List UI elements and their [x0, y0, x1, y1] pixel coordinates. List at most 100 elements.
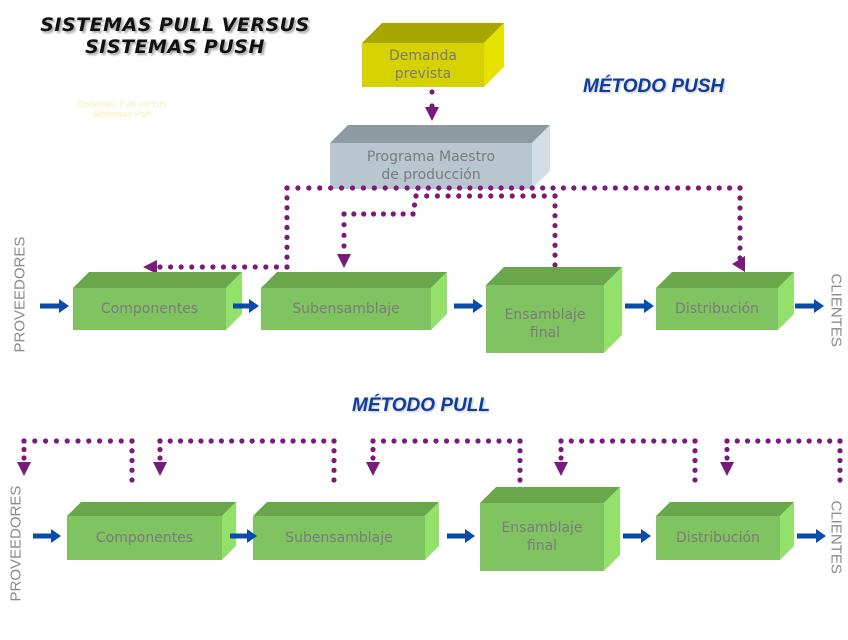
push-stage-label-distribucion: Distribución — [656, 288, 778, 330]
pull-box-componentes-front — [67, 516, 222, 560]
dot — [692, 457, 698, 464]
dot — [321, 438, 327, 444]
demand-box-top — [362, 23, 504, 43]
master-schedule-box — [330, 125, 550, 189]
dot — [509, 193, 515, 199]
pull-flow-arrow-1-head — [51, 529, 61, 543]
pull-box-componentes-side — [222, 502, 236, 560]
push-flow-arrow-4-head — [644, 299, 654, 313]
dot — [737, 195, 743, 201]
dot — [552, 203, 558, 209]
dot — [517, 467, 523, 473]
dot — [692, 438, 698, 444]
dot — [552, 262, 558, 268]
dot — [317, 185, 323, 191]
dot — [560, 185, 567, 191]
dot — [401, 438, 408, 444]
dot — [218, 438, 225, 444]
dot — [443, 438, 450, 444]
dot — [380, 211, 387, 217]
dot — [630, 438, 636, 444]
push-stage-label-componentes: Componentes — [73, 288, 226, 330]
dot — [21, 455, 27, 461]
dot — [517, 448, 523, 454]
push-box-distribucion-top — [656, 272, 794, 288]
dot — [654, 185, 660, 191]
dot — [371, 185, 377, 191]
push-box-subensamblaje — [261, 272, 447, 330]
dot — [189, 264, 195, 270]
dot — [531, 193, 537, 199]
dot — [581, 185, 587, 191]
dot — [552, 213, 558, 219]
dot — [306, 185, 312, 191]
dot — [280, 438, 286, 444]
dot — [97, 438, 103, 444]
dot — [167, 438, 173, 444]
dot — [284, 254, 290, 260]
dot — [456, 193, 462, 199]
dot — [351, 211, 357, 217]
pull-stage-label-componentes: Componentes — [67, 516, 222, 560]
pull-box-subensamblaje-front — [253, 516, 425, 560]
title-line-2: SISTEMAS PUSH — [85, 36, 265, 58]
dot — [589, 438, 595, 444]
dot — [331, 448, 337, 454]
push-box-ensamblaje-final — [486, 267, 622, 353]
push-box-distribucion — [656, 272, 794, 330]
dot — [464, 438, 471, 444]
push-arrowhead-subensamblaje — [337, 254, 351, 268]
dot — [310, 438, 317, 444]
dot — [755, 438, 761, 444]
dot — [284, 244, 290, 250]
dot — [210, 264, 216, 270]
master-schedule-box-side — [532, 125, 550, 189]
demand-box-side — [484, 23, 504, 87]
dot — [410, 211, 416, 217]
dot — [413, 193, 419, 199]
dot — [837, 438, 843, 444]
dot — [716, 185, 722, 191]
dot — [107, 438, 113, 444]
pull-customers-label: CLIENTES — [827, 500, 845, 574]
dot — [737, 225, 743, 231]
pull-suppliers-label: PROVEEDORES — [7, 485, 25, 602]
dot — [341, 243, 347, 249]
dot — [488, 185, 494, 191]
dot — [331, 467, 337, 473]
dot — [664, 185, 670, 191]
dot — [129, 438, 135, 444]
dot — [341, 211, 347, 217]
dot — [498, 185, 504, 191]
dot — [737, 215, 743, 221]
dot — [816, 438, 823, 444]
master-schedule-box-front — [330, 143, 532, 189]
pull-box-ensamblaje-final-top — [480, 487, 620, 503]
dot — [827, 438, 833, 444]
dot — [220, 264, 227, 270]
dot — [382, 185, 388, 191]
faint-subtitle-line-2: Sistemas Psh — [92, 109, 152, 119]
dot — [552, 222, 558, 229]
dot — [517, 457, 523, 464]
dot — [517, 477, 523, 483]
push-customers-label: CLIENTES — [827, 273, 845, 347]
dot — [609, 438, 616, 444]
dot — [86, 438, 92, 444]
master-line-2: de producción — [381, 167, 481, 183]
dot — [692, 448, 698, 454]
dot — [178, 264, 184, 270]
dot — [129, 467, 135, 473]
dot — [446, 185, 452, 191]
dot — [425, 185, 431, 191]
push-box-componentes-front — [73, 288, 226, 330]
dot — [370, 455, 376, 461]
push-box-componentes-side — [226, 272, 242, 330]
dot — [724, 446, 730, 453]
push-signal-ensamblaje — [413, 193, 558, 268]
dot — [498, 193, 505, 199]
pull-arrowhead-4 — [554, 462, 568, 476]
pull-arrowhead-3 — [366, 462, 380, 476]
dot — [249, 438, 255, 444]
